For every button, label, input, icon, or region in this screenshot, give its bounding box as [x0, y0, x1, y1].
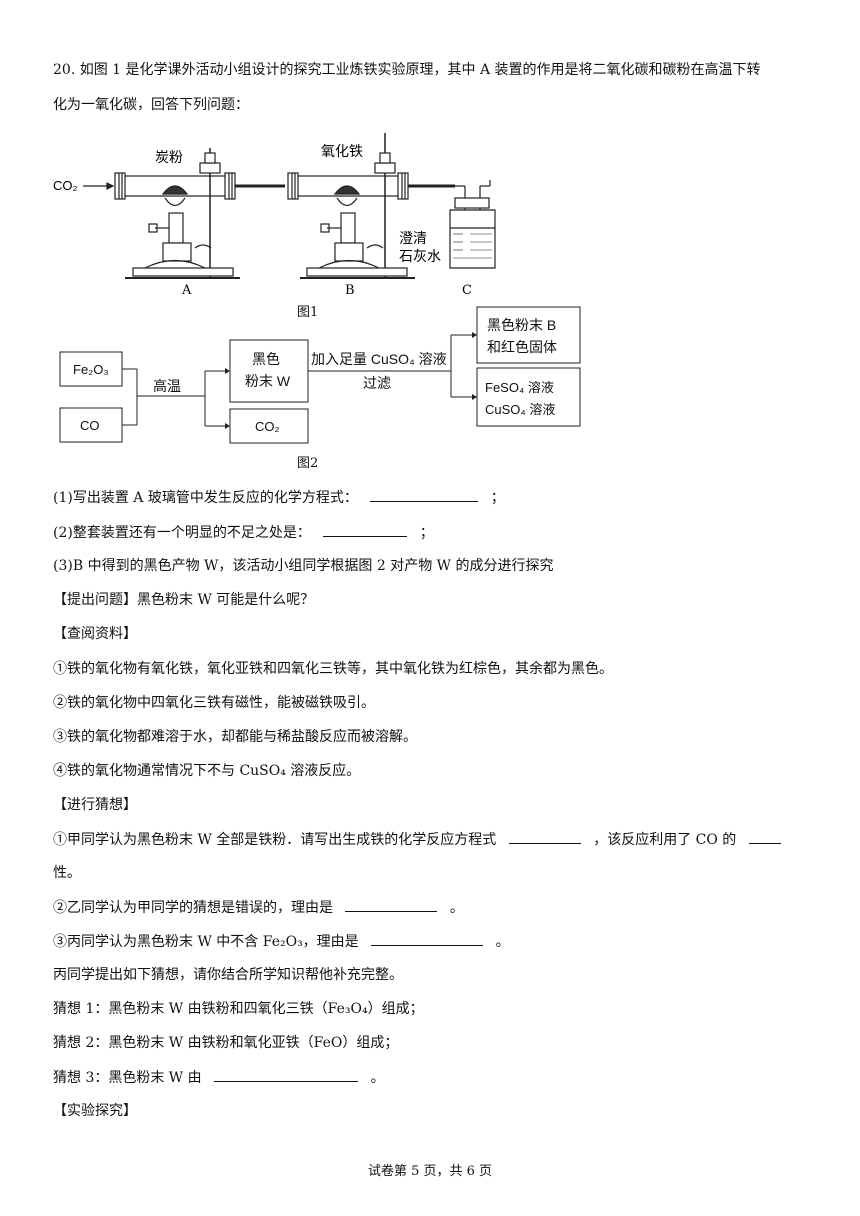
guess1-tail: 性。	[53, 865, 81, 881]
arrow-label-1: 加入足量 CuSO₄ 溶液	[311, 351, 447, 367]
figure1-apparatus: CO₂ 炭粉 氧化铁 澄清 石灰水 A B C	[53, 133, 496, 298]
figure2-flowchart: Fe₂O₃ CO 高温 黑色 粉末 W CO₂ 加入足量 CuSO₄ 溶液 过滤…	[59, 306, 581, 444]
bing-prompt: 丙同学提出如下猜想，请你结合所学知识帮他补充完整。	[53, 967, 403, 983]
hypothesis-2: 猜想 2：黑色粉末 W 由铁粉和氧化亚铁（FeO）组成；	[53, 1035, 399, 1051]
info-4: ④铁的氧化物通常情况下不与 CuSO₄ 溶液反应。	[53, 763, 361, 779]
hypothesis-1: 猜想 1：黑色粉末 W 由铁粉和四氧化三铁（Fe₃O₄）组成；	[53, 1001, 424, 1017]
guess3-reason-blank[interactable]	[371, 931, 484, 946]
question-intro-line2: 化为一氧化碳，回答下列问题：	[53, 97, 249, 113]
label-iron-oxide: 氧化铁	[321, 143, 363, 159]
q2-line: (2)整套装置还有一个明显的不足之处是： ；	[53, 522, 434, 543]
guess3-line: ③丙同学认为黑色粉末 W 中不含 Fe₂O₃，理由是 。	[53, 931, 510, 952]
q1-text: (1)写出装置 A 玻璃管中发生反应的化学方程式：	[53, 490, 358, 506]
box-result-2b: CuSO₄ 溶液	[485, 402, 555, 417]
info-2: ②铁的氧化物中四氧化三铁有磁性，能被磁铁吸引。	[53, 695, 375, 711]
figure2-caption: 图2	[297, 456, 319, 471]
q1-end: ；	[490, 490, 505, 506]
guess1-property-blank[interactable]	[748, 829, 781, 844]
guess2-reason-blank[interactable]	[345, 897, 438, 912]
box-black-powder-2: 粉末 W	[245, 373, 291, 389]
label-a: A	[181, 283, 192, 298]
guess2-end: 。	[449, 900, 464, 916]
label-limewater-2: 石灰水	[399, 248, 441, 264]
box-black-powder-1: 黑色	[252, 351, 280, 367]
lookup-heading: 【查阅资料】	[53, 626, 137, 642]
q3-line: (3)B 中得到的黑色产物 W，该活动小组同学根据图 2 对产物 W 的成分进行…	[53, 558, 554, 574]
label-b: B	[345, 283, 355, 298]
bottle-c	[449, 209, 496, 269]
q2-text: (2)整套装置还有一个明显的不足之处是：	[53, 525, 311, 541]
guess1-text-b: ，该反应利用了 CO 的	[593, 832, 737, 848]
guess-heading: 【进行猜想】	[53, 797, 137, 813]
info-1: ①铁的氧化物有氧化铁，氧化亚铁和四氧化三铁等，其中氧化铁为红棕色，其余都为黑色。	[53, 661, 613, 677]
q2-end: ；	[419, 525, 434, 541]
box-co2: CO₂	[255, 419, 280, 434]
hypothesis-3-line: 猜想 3：黑色粉末 W 由 。	[53, 1067, 385, 1088]
guess2-text: ②乙同学认为甲同学的猜想是错误的，理由是	[53, 900, 333, 916]
page-footer: 试卷第 5 页，共 6 页	[367, 1164, 493, 1179]
box-result-1a: 黑色粉末 B	[487, 317, 556, 333]
label-carbon: 炭粉	[155, 149, 183, 165]
burner-a	[168, 212, 184, 244]
explore-heading: 【实验探究】	[53, 1103, 137, 1119]
guess1-line: ①甲同学认为黑色粉末 W 全部是铁粉．请写出生成铁的化学反应方程式 ，该反应利用…	[53, 829, 781, 850]
q2-answer-blank[interactable]	[323, 522, 408, 537]
guess3-end: 。	[495, 934, 510, 950]
label-limewater-1: 澄清	[399, 230, 427, 246]
hypothesis-3-text: 猜想 3：黑色粉末 W 由	[53, 1070, 202, 1086]
label-c: C	[462, 283, 472, 298]
guess1-equation-blank[interactable]	[508, 829, 581, 844]
box-result-1b: 和红色固体	[487, 339, 557, 355]
q1-line: (1)写出装置 A 玻璃管中发生反应的化学方程式： ；	[53, 487, 505, 508]
box-fe2o3: Fe₂O₃	[73, 362, 109, 377]
label-high-temp: 高温	[153, 378, 181, 394]
guess3-text: ③丙同学认为黑色粉末 W 中不含 Fe₂O₃，理由是	[53, 934, 359, 950]
arrow-label-2: 过滤	[363, 375, 391, 391]
raise-question: 【提出问题】黑色粉末 W 可能是什么呢？	[53, 592, 315, 608]
hypothesis-3-blank[interactable]	[214, 1067, 359, 1082]
hypothesis-3-end: 。	[370, 1070, 385, 1086]
burner-b	[340, 212, 356, 244]
iron-oxide-powder	[333, 185, 361, 195]
guess1-text-a: ①甲同学认为黑色粉末 W 全部是铁粉．请写出生成铁的化学反应方程式	[53, 832, 497, 848]
box-co: CO	[80, 418, 100, 433]
q1-answer-blank[interactable]	[370, 487, 479, 502]
question-intro-line1: 20. 如图 1 是化学课外活动小组设计的探究工业炼铁实验原理，其中 A 装置的…	[53, 62, 761, 78]
guess2-line: ②乙同学认为甲同学的猜想是错误的，理由是 。	[53, 897, 464, 918]
info-3: ③铁的氧化物都难溶于水，却都能与稀盐酸反应而被溶解。	[53, 729, 417, 745]
box-result-2a: FeSO₄ 溶液	[485, 380, 554, 395]
co2-label: CO₂	[53, 178, 78, 193]
figure1-caption: 图1	[297, 305, 319, 320]
carbon-powder	[161, 185, 189, 195]
